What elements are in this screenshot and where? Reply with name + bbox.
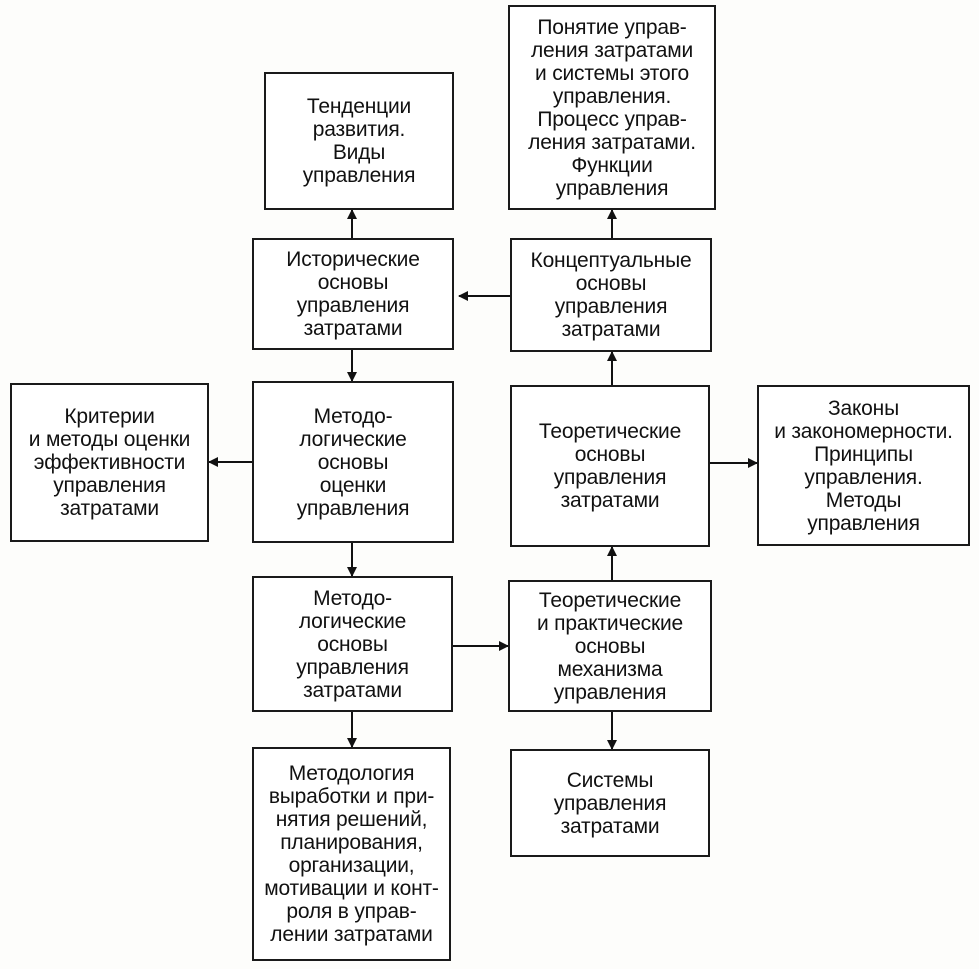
node-tendencies: Тенденции развития. Виды управления: [264, 72, 454, 210]
node-historical-foundations: Исторические основы управления затратами: [252, 238, 454, 350]
node-laws-and-principles-label: Законы и закономерности. Принципы управл…: [774, 396, 953, 535]
node-methodological-management-label: Методо- логические основы управления зат…: [296, 586, 409, 702]
node-tendencies-label: Тенденции развития. Виды управления: [302, 95, 416, 187]
node-historical-foundations-label: Исторические основы управления затратами: [286, 248, 420, 340]
node-concept-of-cost-management: Понятие управ- ления затратами и системы…: [508, 5, 716, 210]
node-methodological-evaluation: Методо- логические основы оценки управле…: [252, 381, 454, 543]
node-decision-methodology: Методология выработки и при- нятия решен…: [252, 747, 451, 961]
node-cost-management-systems: Системы управления затратами: [510, 749, 710, 857]
node-methodological-evaluation-label: Методо- логические основы оценки управле…: [296, 404, 410, 520]
node-criteria-and-methods: Критерии и методы оценки эффективности у…: [10, 383, 209, 542]
node-decision-methodology-label: Методология выработки и при- нятия решен…: [264, 762, 439, 946]
node-theoretical-foundations-label: Теоретические основы управления затратам…: [538, 420, 682, 512]
node-concept-of-cost-management-label: Понятие управ- ления затратами и системы…: [528, 15, 696, 200]
node-theoretical-foundations: Теоретические основы управления затратам…: [510, 385, 710, 547]
node-mechanism-foundations: Теоретические и практические основы меха…: [508, 580, 712, 712]
node-criteria-and-methods-label: Критерии и методы оценки эффективности у…: [28, 405, 191, 520]
node-mechanism-foundations-label: Теоретические и практические основы меха…: [537, 588, 683, 704]
node-cost-management-systems-label: Системы управления затратами: [553, 768, 667, 838]
node-conceptual-foundations-label: Концептуальные основы управления затрата…: [530, 249, 692, 341]
node-methodological-management: Методо- логические основы управления зат…: [252, 576, 453, 712]
node-conceptual-foundations: Концептуальные основы управления затрата…: [510, 238, 712, 352]
node-laws-and-principles: Законы и закономерности. Принципы управл…: [757, 385, 970, 546]
